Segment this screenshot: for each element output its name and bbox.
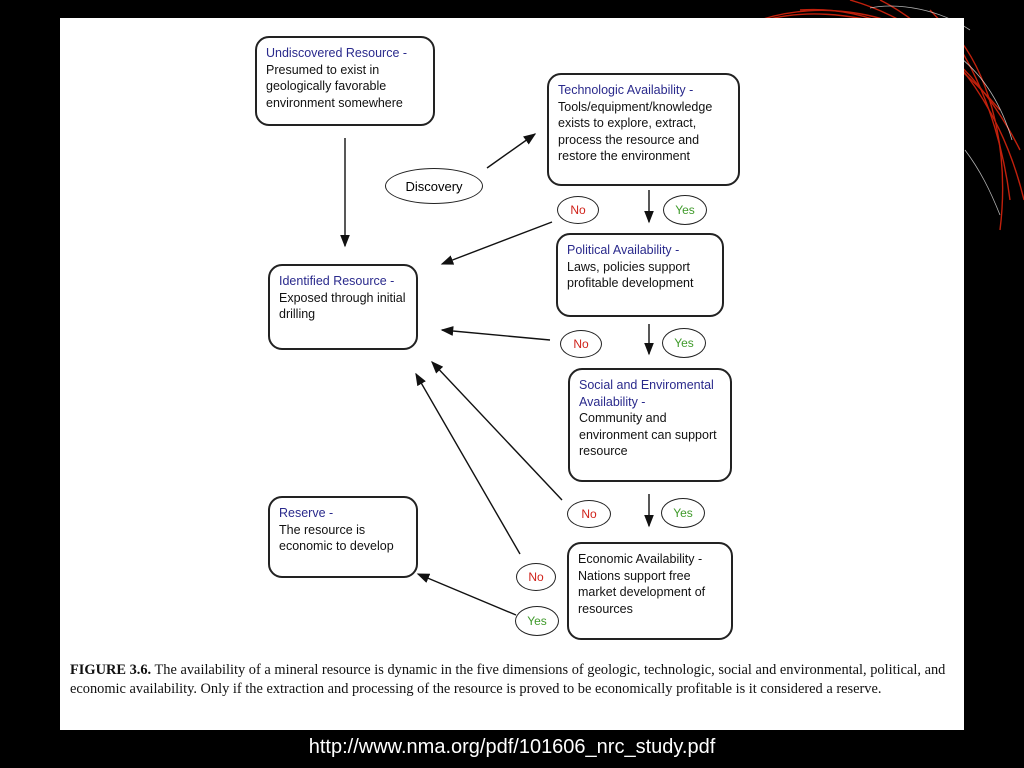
decision-label: Yes — [674, 336, 694, 350]
node-title: Political Availability - — [567, 243, 680, 257]
node-title: Identified Resource - — [279, 274, 395, 288]
arrow-no1-to-identified — [440, 221, 553, 265]
node-undiscovered-resource: Undiscovered Resource - Presumed to exis… — [255, 36, 435, 126]
node-title: Reserve - — [279, 506, 334, 520]
decision-yes-technologic: Yes — [663, 195, 707, 225]
decision-yes-economic: Yes — [515, 606, 559, 636]
source-url: http://www.nma.org/pdf/101606_nrc_study.… — [308, 736, 716, 758]
decision-label: Yes — [675, 203, 695, 217]
node-identified-resource: Identified Resource - Exposed through in… — [268, 264, 418, 350]
flow-arrows — [340, 133, 654, 616]
decision-label: Yes — [673, 506, 693, 520]
arrow-no2-to-identified — [440, 326, 551, 341]
figure-panel: Undiscovered Resource - Presumed to exis… — [60, 18, 964, 730]
decision-no-political: No — [560, 330, 602, 358]
node-political-availability: Political Availability - Laws, policies … — [556, 233, 724, 317]
node-discovery: Discovery — [385, 168, 483, 204]
decision-label: No — [528, 570, 544, 584]
figure-caption: FIGURE 3.6. The availability of a minera… — [70, 661, 950, 699]
decision-yes-social: Yes — [661, 498, 705, 528]
node-body: Exposed through initial drilling — [279, 290, 406, 322]
caption-text: The availability of a mineral resource i… — [70, 662, 946, 697]
arrow-discovery-to-technologic — [486, 133, 537, 169]
node-technologic-availability: Technologic Availability - Tools/equipme… — [547, 73, 740, 186]
decision-no-social: No — [567, 500, 611, 528]
node-body: Tools/equipment/knowledge exists to expl… — [558, 99, 713, 164]
arrow-yes-to-reserve — [416, 573, 517, 616]
node-label: Discovery — [405, 178, 463, 194]
arrow-no4-to-identified — [415, 372, 521, 555]
node-body: The resource is economic to develop — [279, 522, 394, 554]
decision-label: Yes — [527, 614, 547, 628]
decision-no-technologic: No — [557, 196, 599, 224]
decision-no-economic: No — [516, 563, 556, 591]
node-title: Technologic Availability - — [558, 83, 694, 97]
node-economic-availability: Economic Availability - Nations support … — [567, 542, 733, 640]
node-body: Presumed to exist in geologically favora… — [266, 62, 403, 110]
node-title: Social and Enviromental Availability - — [579, 378, 714, 409]
node-body: Community and environment can support re… — [579, 411, 717, 458]
arrow-no3-to-identified — [431, 360, 563, 501]
node-title: Undiscovered Resource - — [266, 46, 408, 60]
decision-label: No — [573, 337, 589, 351]
decision-yes-political: Yes — [662, 328, 706, 358]
node-social-environmental-availability: Social and Enviromental Availability - C… — [568, 368, 732, 482]
decision-label: No — [581, 507, 597, 521]
caption-label: FIGURE 3.6. — [70, 662, 152, 678]
node-body: Laws, policies support profitable develo… — [567, 259, 694, 291]
decision-label: No — [570, 203, 586, 217]
node-body: Economic Availability - Nations support … — [578, 552, 706, 616]
node-reserve: Reserve - The resource is economic to de… — [268, 496, 418, 578]
